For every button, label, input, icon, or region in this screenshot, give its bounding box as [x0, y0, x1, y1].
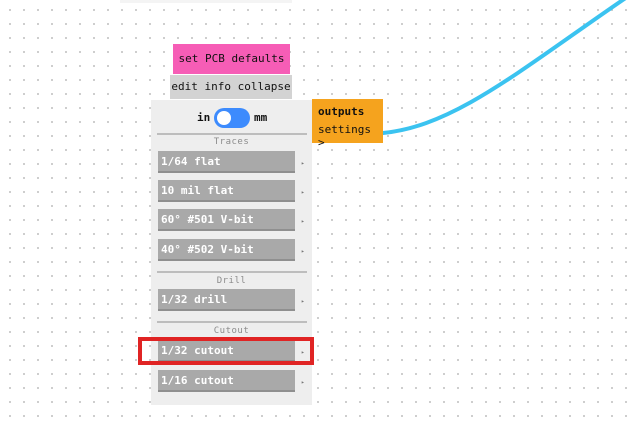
chevron-right-icon: ▸ [301, 298, 305, 305]
chevron-right-icon: ▸ [301, 349, 305, 356]
outputs-settings-node[interactable]: outputs settings > [312, 99, 383, 149]
unit-in-label: in [197, 111, 211, 124]
preset-1-64-flat[interactable]: 1/64 flat [158, 151, 295, 173]
divider [157, 321, 307, 323]
unit-mm-label: mm [254, 111, 268, 124]
highlight-box [138, 337, 314, 365]
section-title-cutout: Cutout [213, 326, 250, 336]
divider [157, 271, 307, 273]
settings-label: settings > [318, 123, 371, 149]
top-edge-strip [120, 0, 292, 3]
divider [157, 133, 307, 135]
outputs-label: outputs [318, 105, 365, 118]
preset-10-mil-flat[interactable]: 10 mil flat [158, 180, 295, 202]
set-pcb-defaults-button[interactable]: set PCB defaults [173, 44, 290, 74]
preset-1-16-cutout[interactable]: 1/16 cutout [158, 370, 295, 392]
chevron-right-icon: ▸ [301, 248, 305, 255]
chevron-right-icon: ▸ [301, 189, 305, 196]
pcb-settings-panel: in mm Traces 1/64 flat ▸ 10 mil flat ▸ 6… [151, 100, 312, 405]
edit-info-collapse-button[interactable]: edit info collapse [170, 75, 292, 99]
preset-60-vbit[interactable]: 60° #501 V-bit [158, 209, 295, 231]
preset-40-vbit[interactable]: 40° #502 V-bit [158, 239, 295, 261]
preset-1-32-drill[interactable]: 1/32 drill [158, 289, 295, 311]
unit-toggle-switch[interactable] [214, 108, 250, 128]
toggle-knob [217, 111, 231, 125]
section-title-traces: Traces [213, 137, 250, 147]
unit-toggle-row: in mm [151, 107, 312, 129]
chevron-right-icon: ▸ [301, 160, 305, 167]
section-title-drill: Drill [216, 276, 247, 286]
chevron-right-icon: ▸ [301, 218, 305, 225]
chevron-right-icon: ▸ [301, 379, 305, 386]
